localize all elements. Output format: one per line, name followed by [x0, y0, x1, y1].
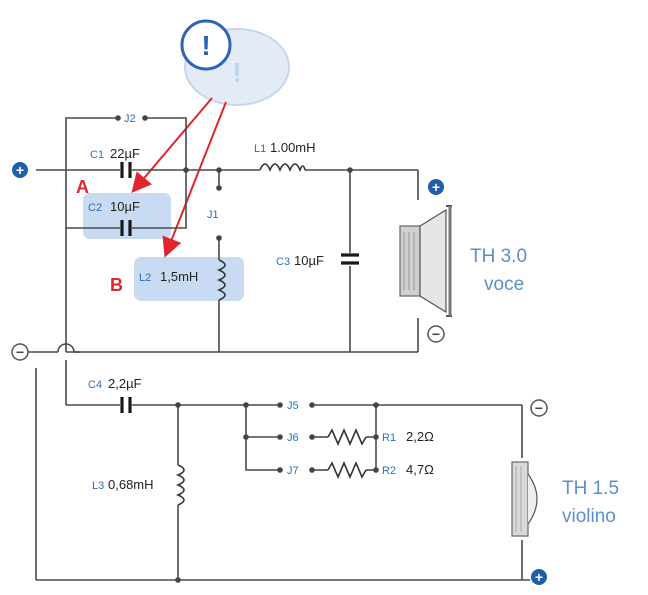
- arrow-to-l2: [162, 101, 227, 258]
- arrow-to-c2: [131, 97, 213, 194]
- speaker-mid-label: voce: [484, 274, 524, 295]
- capacitor-c2: [120, 220, 132, 236]
- label-j5: J5: [287, 400, 299, 412]
- label-c4-value: 2,2µF: [108, 376, 142, 391]
- label-j7: J7: [287, 465, 299, 477]
- speaker-tweeter-label: violino: [562, 506, 616, 527]
- speaker-icon-tweeter: [511, 461, 538, 537]
- resistor-r2: [327, 460, 367, 480]
- capacitor-c3: [341, 253, 359, 265]
- mid-section-wires: [36, 117, 419, 353]
- label-r1-value: 2,2Ω: [406, 429, 434, 444]
- label-r1-ref: R1: [382, 432, 396, 444]
- label-c4-ref: C4: [88, 379, 102, 391]
- speaker-mid-name: TH 3.0: [470, 246, 527, 267]
- label-l3-ref: L3: [92, 480, 104, 492]
- label-l3-value: 0,68mH: [108, 477, 154, 492]
- label-c1-value: 22µF: [110, 146, 140, 161]
- svg-text:+: +: [535, 569, 543, 585]
- label-l2-value: 1,5mH: [160, 269, 198, 284]
- highlight-l2: [134, 257, 244, 301]
- svg-text:!: !: [232, 57, 241, 88]
- junction-dots-mid: [115, 115, 353, 241]
- label-c3-ref: C3: [276, 256, 290, 268]
- label-c2-value: 10µF: [110, 199, 140, 214]
- svg-text:+: +: [432, 179, 440, 195]
- minus-terminal-icon-mid: −: [427, 325, 445, 343]
- plus-terminal-icon-input: +: [12, 162, 28, 178]
- marker-a: A: [76, 177, 89, 197]
- minus-terminal-icon-tweeter: −: [530, 399, 548, 417]
- svg-text:−: −: [16, 344, 24, 360]
- svg-text:−: −: [432, 326, 440, 342]
- plus-terminal-icon-tweeter: +: [531, 569, 547, 585]
- tweeter-section-wires: [35, 368, 530, 581]
- speaker-tweeter-name: TH 1.5: [562, 478, 619, 499]
- label-r2-value: 4,7Ω: [406, 462, 434, 477]
- label-l1-value: 1.00mH: [270, 140, 316, 155]
- svg-text:−: −: [535, 400, 543, 416]
- capacitor-c1: [120, 162, 132, 178]
- label-r2-ref: R2: [382, 465, 396, 477]
- junction-dots-tweeter: [175, 402, 379, 583]
- negative-input-wire: [28, 343, 80, 405]
- label-j6: J6: [287, 432, 299, 444]
- marker-b: B: [110, 275, 123, 295]
- label-j1: J1: [207, 209, 219, 221]
- svg-text:!: !: [201, 30, 210, 61]
- label-j2: J2: [124, 113, 136, 125]
- inductor-l3: [175, 464, 185, 506]
- label-l2-ref: L2: [139, 272, 151, 284]
- label-c3-value: 10µF: [294, 253, 324, 268]
- resistor-r1: [327, 427, 367, 447]
- label-l1-ref: L1: [254, 143, 266, 155]
- speaker-icon-mid: [399, 205, 452, 317]
- label-c2-ref: C2: [88, 202, 102, 214]
- capacitor-c4: [120, 397, 132, 413]
- minus-terminal-icon-input: −: [11, 343, 29, 361]
- inductor-l2: [216, 259, 226, 301]
- inductor-l1: [259, 163, 306, 173]
- svg-text:+: +: [16, 162, 24, 178]
- alert-icon: ! !: [180, 19, 290, 106]
- plus-terminal-icon-mid: +: [428, 179, 444, 195]
- label-c1-ref: C1: [90, 149, 104, 161]
